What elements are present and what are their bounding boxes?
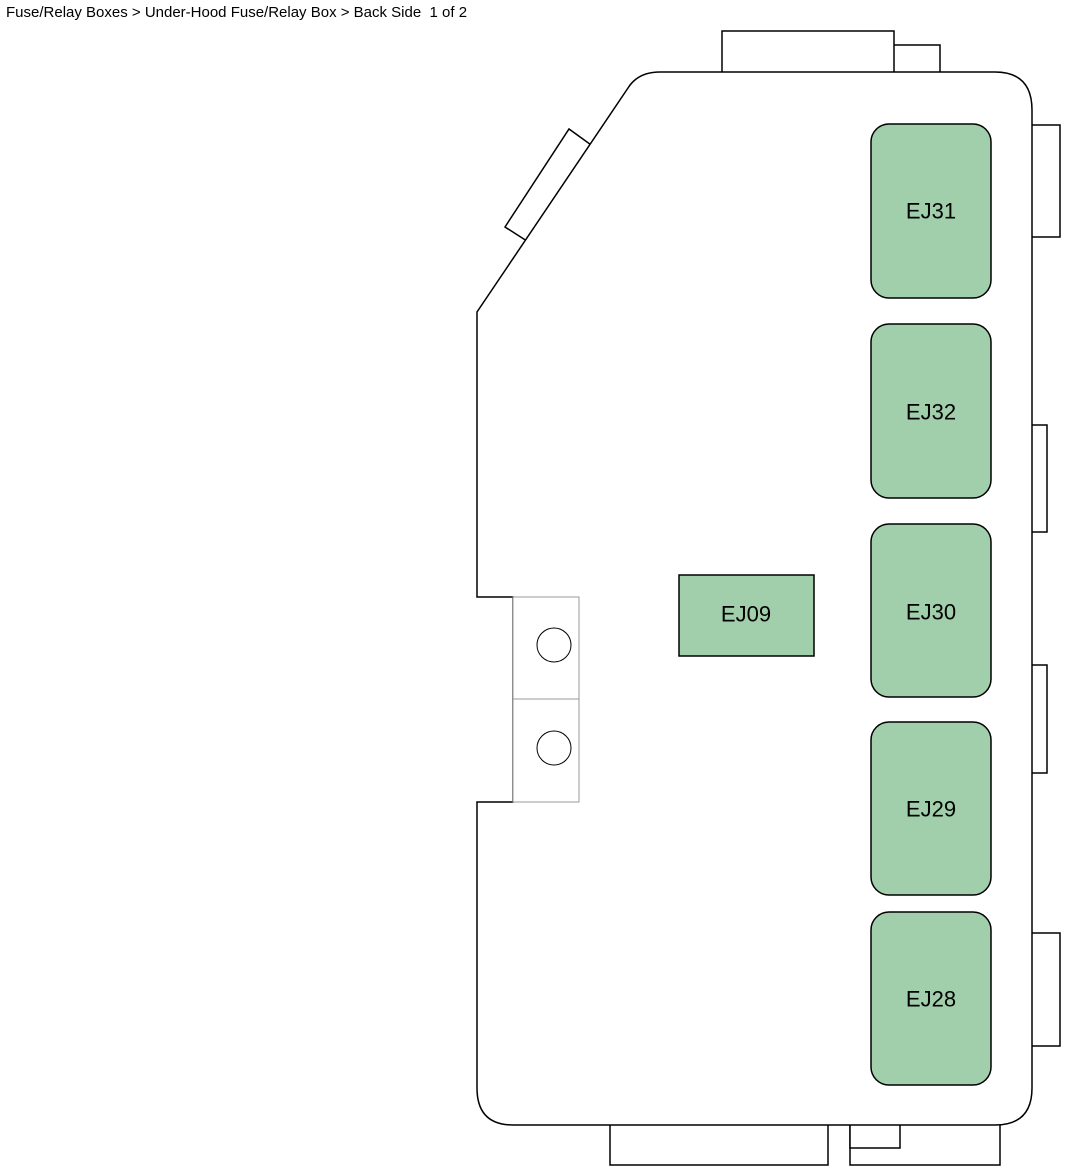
mounting-hole-lower xyxy=(536,730,572,766)
relay-ej32-label: EJ32 xyxy=(906,400,956,425)
top-tab xyxy=(721,30,895,77)
relay-ej31[interactable]: EJ31 xyxy=(870,123,992,299)
relay-ej30-label: EJ30 xyxy=(906,600,956,625)
relay-ej29[interactable]: EJ29 xyxy=(870,721,992,896)
breadcrumb: Fuse/Relay Boxes > Under-Hood Fuse/Relay… xyxy=(6,4,467,21)
relay-ej29-body xyxy=(870,721,992,896)
relay-ej30-body xyxy=(870,523,992,698)
breadcrumb-path: Fuse/Relay Boxes > Under-Hood Fuse/Relay… xyxy=(6,4,422,21)
relay-ej30[interactable]: EJ30 xyxy=(870,523,992,698)
page-indicator: 1 of 2 xyxy=(429,4,468,21)
relay-ej09-label: EJ09 xyxy=(721,602,771,627)
relay-ej32[interactable]: EJ32 xyxy=(870,323,992,499)
relay-ej28-label: EJ28 xyxy=(906,987,956,1012)
relay-ej29-label: EJ29 xyxy=(906,797,956,822)
relay-ej28-body xyxy=(870,911,992,1086)
mounting-hole-upper xyxy=(536,627,572,663)
relay-ej31-label: EJ31 xyxy=(906,199,956,224)
relay-ej28[interactable]: EJ28 xyxy=(870,911,992,1086)
relay-ej32-body xyxy=(870,323,992,499)
relay-ej09[interactable]: EJ09 xyxy=(678,574,815,657)
top-tab-step xyxy=(894,44,941,76)
relay-ej31-body xyxy=(870,123,992,299)
relay-ej09-body xyxy=(678,574,815,657)
